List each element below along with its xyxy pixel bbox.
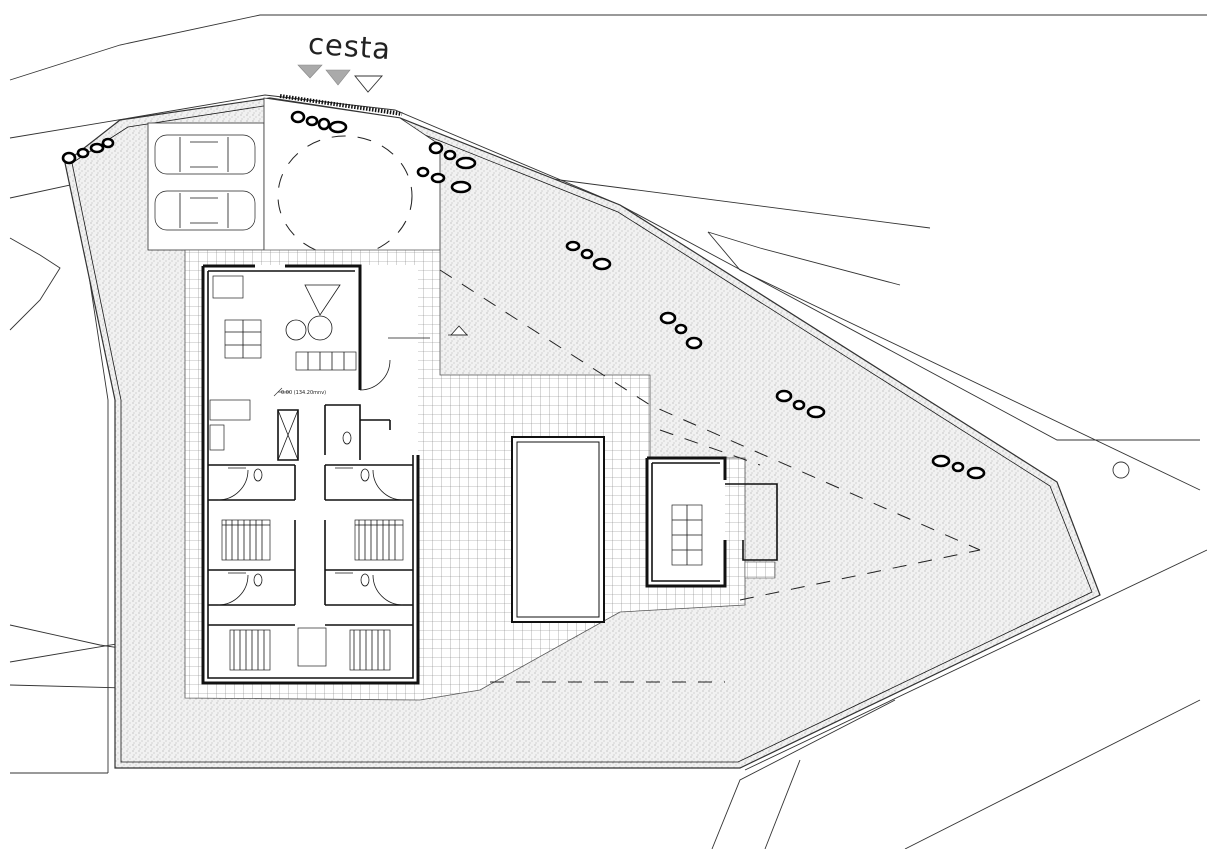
shrub-icon [659, 311, 703, 350]
shrub-icon [428, 141, 477, 170]
shrub-icon [61, 137, 115, 165]
level-triangle-icon [448, 325, 468, 336]
pool-house [645, 456, 778, 588]
level-triangle-icon [273, 387, 290, 397]
car-icon [154, 134, 256, 175]
car-icon [154, 190, 256, 231]
shrub-icon [775, 389, 826, 419]
level-label: 0.00 (134.20mnv) [281, 390, 326, 396]
entrance-court [263, 97, 441, 269]
shrub-icon [416, 166, 472, 194]
entrance-arrow-icon [297, 64, 383, 93]
main-house [201, 264, 430, 685]
shrub-icon [290, 110, 348, 134]
road-label: cesta [307, 26, 392, 66]
shrub-icon [565, 240, 612, 271]
shrub-icon [931, 454, 986, 480]
swimming-pool [511, 436, 605, 623]
survey-point-icon [1112, 461, 1130, 479]
